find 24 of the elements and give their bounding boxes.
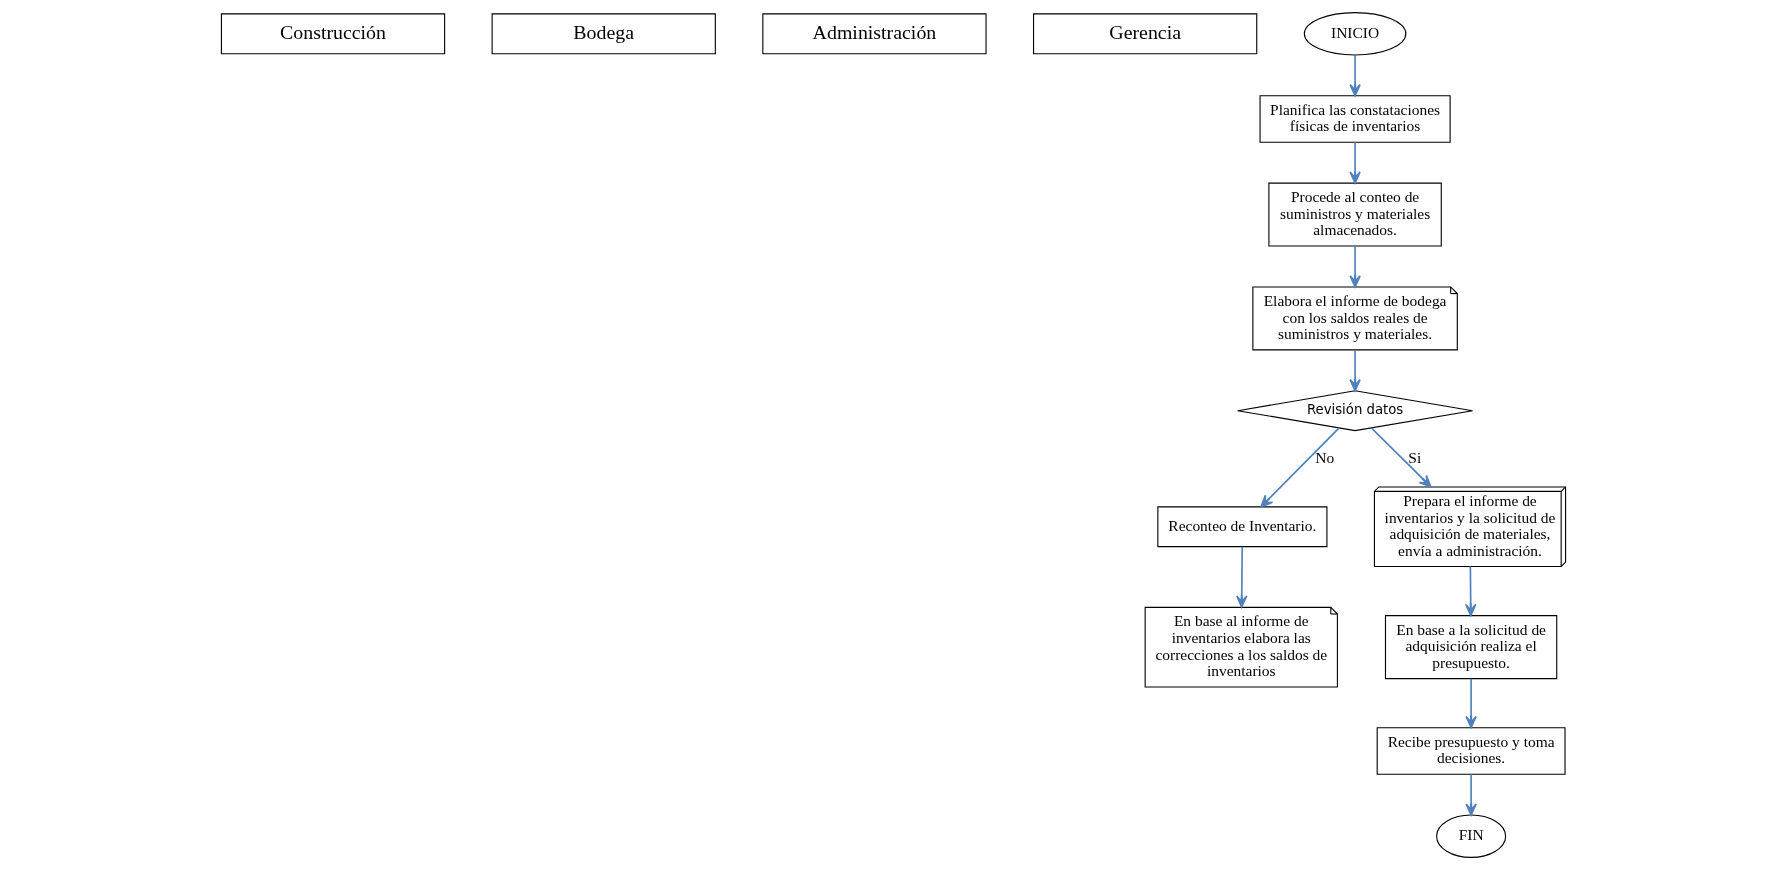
node-box: Reconteo de Inventario.: [1157, 506, 1328, 548]
arrow: [1260, 427, 1340, 508]
node-diamond: Revisión datos: [1237, 390, 1474, 432]
arrow: [1370, 427, 1432, 488]
node-box: Recibe presupuesto y toma decisiones.: [1376, 727, 1566, 775]
node-box: Construcción: [220, 13, 446, 55]
arrow: [1465, 677, 1477, 729]
arrow: [1464, 565, 1477, 617]
arrow: [1349, 349, 1361, 392]
node-ellipse: FIN: [1436, 814, 1507, 858]
arrow: [1349, 141, 1361, 184]
node-box: Gerencia: [1033, 13, 1258, 55]
arrow: [1349, 245, 1361, 288]
arrow: [1349, 54, 1361, 97]
edge-label: Si: [1408, 448, 1422, 466]
node-box: Administración: [762, 13, 987, 55]
node-box: Planifica las constataciones físicas de inventarios: [1259, 95, 1451, 143]
arrow: [1235, 545, 1248, 608]
edge-label: No: [1315, 448, 1335, 466]
node-ellipse: INICIO: [1303, 12, 1407, 56]
node-box: Procede al conteo de suministros y materiales almacenados.: [1268, 182, 1442, 247]
node-box: En base a la solicitud de adquisición realiza el presupuesto.: [1384, 615, 1558, 680]
arrow: [1465, 773, 1477, 816]
node-box: Bodega: [491, 13, 716, 55]
